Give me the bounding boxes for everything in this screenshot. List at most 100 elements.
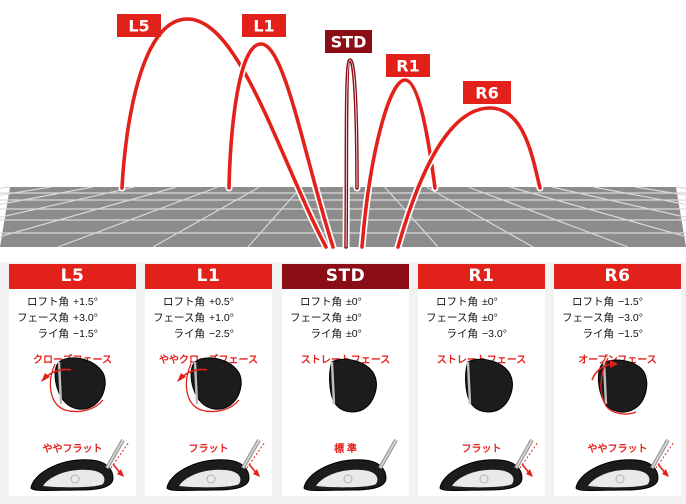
spec-row: フェース角−3.0° xyxy=(554,310,681,326)
shaft-highlight xyxy=(515,439,533,469)
grid-line xyxy=(0,186,177,238)
spec-row: ロフト角+1.5° xyxy=(9,294,136,310)
spec-label: ロフト角 xyxy=(163,296,205,308)
spec-row: フェース角+3.0° xyxy=(9,310,136,326)
spec-row: ライ角−1.5° xyxy=(554,326,681,342)
sole-face xyxy=(452,469,514,488)
trajectory-arc-l1 xyxy=(227,42,335,249)
trajectory-tag-std: STD xyxy=(325,30,372,53)
face-edge xyxy=(193,361,199,405)
face-edge xyxy=(466,361,472,405)
sole-face xyxy=(43,469,105,488)
tag-background xyxy=(386,54,430,77)
tag-label: R6 xyxy=(475,84,498,103)
tag-label: R1 xyxy=(396,57,419,76)
spec-row: ロフト角 ±0° xyxy=(282,294,409,310)
spec-label: ロフト角 xyxy=(572,296,614,308)
lie-type-label: ややフラット xyxy=(587,444,648,455)
arrow-head-icon xyxy=(41,373,50,382)
sole-mark xyxy=(206,474,216,484)
face-outline-guide xyxy=(185,363,240,413)
trajectory-tag-r1: R1 xyxy=(386,54,430,77)
spec-row: ライ角−1.5° xyxy=(9,326,136,342)
spec-list: ロフト角+1.5°フェース角+3.0°ライ角−1.5° xyxy=(9,294,136,342)
spec-list: ロフト角 ±0° フェース角±0°ライ角±0° xyxy=(282,294,409,342)
spec-label: ロフト角 xyxy=(436,296,478,308)
spec-value: −2.5° xyxy=(209,328,234,340)
trajectory-arc-r1 xyxy=(360,78,437,249)
spec-label: ロフト角 xyxy=(300,296,342,308)
card-title: STD xyxy=(282,264,409,289)
spec-value: ±0° xyxy=(346,328,362,340)
setting-card-r6: R6ロフト角−1.5°フェース角−3.0°ライ角−1.5°オープンフェースややフ… xyxy=(554,264,681,496)
shaft-highlight xyxy=(242,439,260,469)
spec-list: ロフト角 +0.5° フェース角+1.0° ライ角−2.5° xyxy=(145,294,272,342)
tag-background xyxy=(463,81,511,104)
lie-type-label: フラット xyxy=(461,444,502,455)
sole-mark xyxy=(479,474,489,484)
club-illustrations xyxy=(303,358,398,491)
trajectory-arcs xyxy=(118,15,544,251)
trajectory-tag-l1: L1 xyxy=(242,14,286,37)
spec-label: ロフト角 xyxy=(27,296,69,308)
arrow-head-icon xyxy=(117,469,124,477)
shaft-highlight xyxy=(106,439,124,469)
spec-row: ライ角±0° xyxy=(282,326,409,342)
tag-label: L5 xyxy=(128,17,149,36)
club-sole-view xyxy=(439,439,539,491)
spec-value: −1.5° xyxy=(73,328,98,340)
spec-value: ±0° xyxy=(482,312,498,324)
spec-row: フェース角+1.0° xyxy=(145,310,272,326)
trajectory-arc-std-inner xyxy=(345,59,358,248)
spec-row: フェース角±0° xyxy=(282,310,409,326)
face-outline-guide xyxy=(600,357,637,415)
spec-row: ライ角−3.0° xyxy=(418,326,545,342)
spec-label: フェース角 xyxy=(562,312,614,324)
spec-value: +3.0° xyxy=(73,312,98,324)
club-sole-view xyxy=(30,439,130,491)
spec-label: ライ角 xyxy=(446,328,479,340)
spec-label: フェース角 xyxy=(426,312,478,324)
tag-label: STD xyxy=(331,33,367,52)
lie-guide-line xyxy=(519,441,539,469)
arrow-head-icon xyxy=(253,469,260,477)
face-edge xyxy=(330,361,336,405)
club-head xyxy=(329,358,377,413)
grid-line xyxy=(0,186,93,205)
lie-guide-line xyxy=(110,441,130,469)
spec-value: −3.0° xyxy=(482,328,507,340)
sole-mark xyxy=(70,474,80,484)
spec-list: ロフト角 −1.5° フェース角−3.0°ライ角−1.5° xyxy=(554,294,681,342)
setting-card-l1: L1ロフト角+0.5°フェース角+1.0°ライ角−2.5°ややクローズフェースフ… xyxy=(145,264,272,496)
trajectory-arc-r6 xyxy=(396,106,542,249)
spec-value: +0.5° xyxy=(209,296,234,308)
club-sole-view xyxy=(303,439,398,491)
card-title: L1 xyxy=(145,264,272,289)
arrow-head-icon xyxy=(526,469,533,477)
club-face-view xyxy=(177,357,242,413)
lie-type-label: 標 準 xyxy=(334,444,357,455)
card-title: L5 xyxy=(9,264,136,289)
shaft-highlight xyxy=(651,439,669,469)
spec-row: ロフト角 +0.5° xyxy=(145,294,272,310)
club-sole-view xyxy=(575,439,675,491)
face-edge xyxy=(602,361,608,405)
spec-label: ライ角 xyxy=(582,328,615,340)
grid-line xyxy=(247,186,302,248)
lie-type-label: ややフラット xyxy=(42,444,103,455)
club-head xyxy=(190,357,242,410)
spec-value: −1.5° xyxy=(618,328,643,340)
spec-value: +1.0° xyxy=(209,312,234,324)
spec-label: ライ角 xyxy=(173,328,206,340)
grid-line xyxy=(0,186,135,218)
spec-row: フェース角 ±0° xyxy=(418,310,545,326)
lie-type-label: フラット xyxy=(188,444,229,455)
trajectory-tag-l5: L5 xyxy=(117,14,161,37)
tag-label: L1 xyxy=(253,17,274,36)
spec-value: ±0° xyxy=(346,296,362,308)
spec-row: ロフト角±0° xyxy=(418,294,545,310)
